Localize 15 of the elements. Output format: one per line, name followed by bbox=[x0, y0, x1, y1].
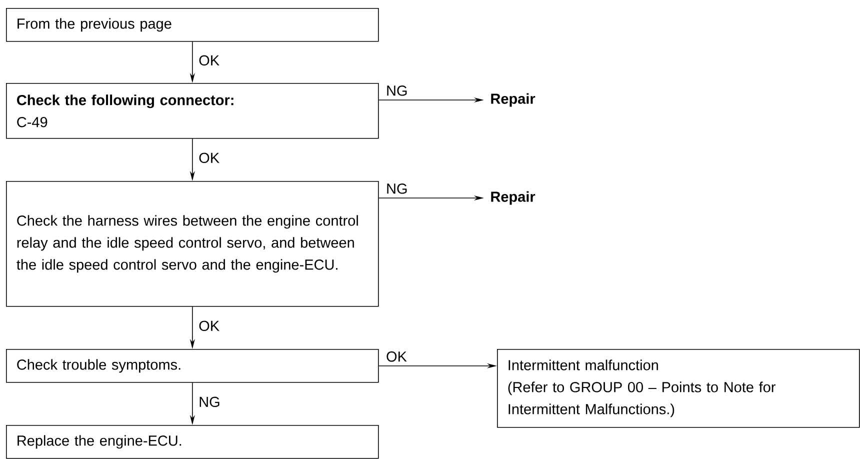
process-box: Intermittent malfunction (Refer to GROUP 00 – Points to Note for Intermittent Malfunctions.) bbox=[497, 349, 860, 428]
result-text: Repair bbox=[491, 93, 536, 107]
process-box: From the previous page bbox=[6, 8, 379, 42]
edge-label: OK bbox=[199, 55, 220, 66]
edge-label: NG bbox=[387, 184, 407, 194]
process-box: Check the following connector: C-49 bbox=[6, 83, 379, 139]
edge-label: OK bbox=[199, 320, 220, 332]
edge-label: NG bbox=[387, 86, 407, 96]
process-box: Replace the engine-ECU. bbox=[6, 425, 379, 459]
result-text: Repair bbox=[491, 191, 536, 205]
edge-label: OK bbox=[199, 152, 220, 164]
process-box: Check the harness wires between the engine control relay and the idle speed control servo, and between the idle speed control servo and the engine-ECU. bbox=[6, 181, 379, 307]
process-box: Check trouble symptoms. bbox=[6, 349, 379, 383]
edge-label: NG bbox=[200, 396, 220, 408]
edge-label: OK bbox=[386, 351, 407, 362]
